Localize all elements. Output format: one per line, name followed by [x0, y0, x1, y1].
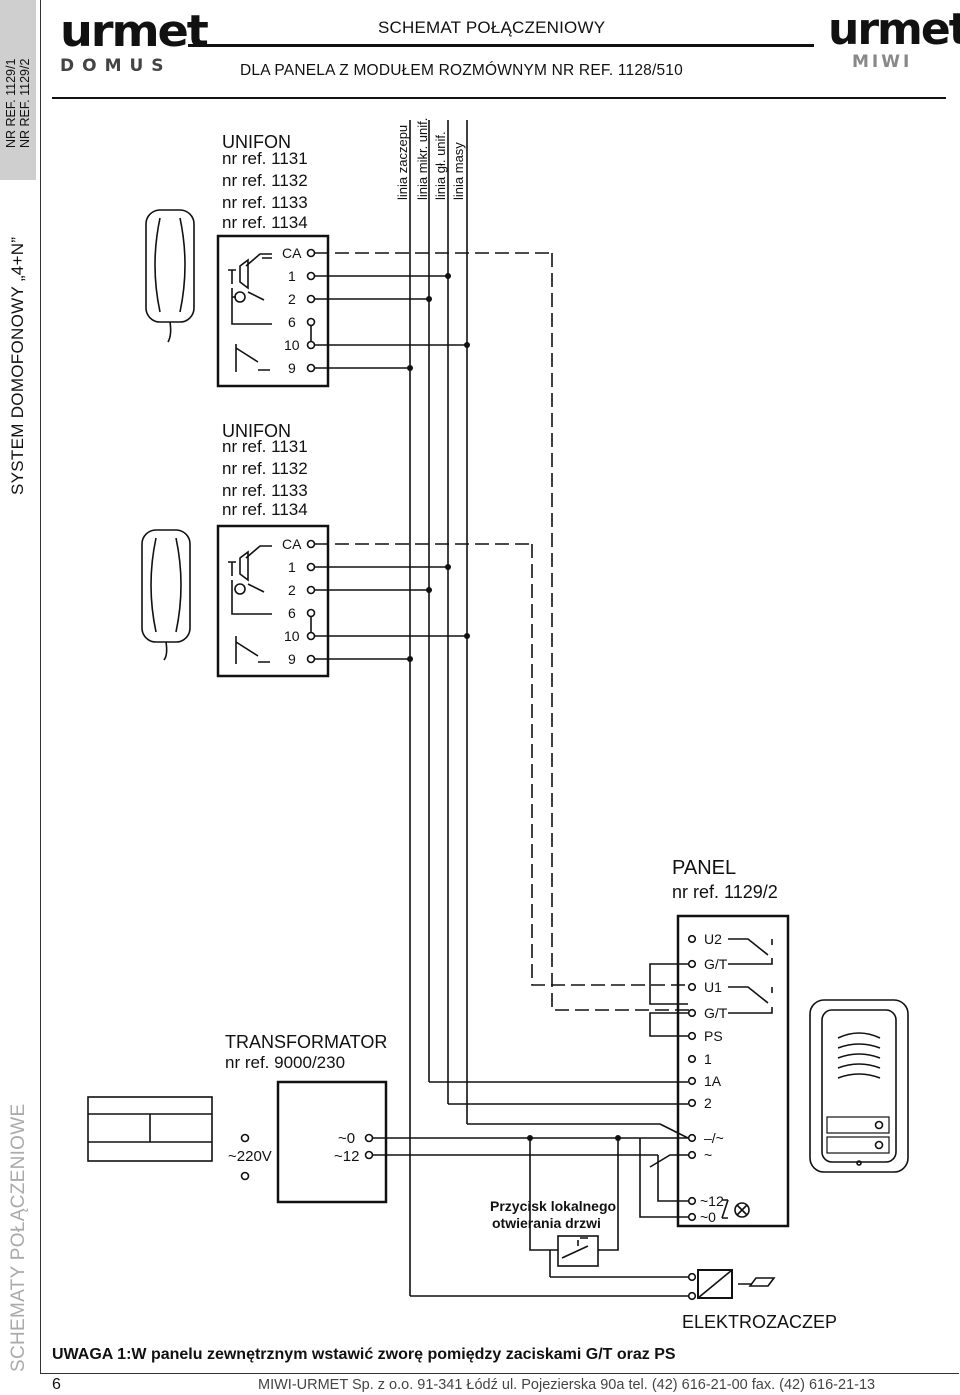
urmet-miwi-logo: urmet MIWI [828, 4, 960, 73]
unifon-1-box [216, 234, 330, 388]
speaker-2-icon [228, 550, 249, 582]
p-term-1: 1 [704, 1051, 712, 1067]
logo-right-sub: MIWI [852, 52, 913, 72]
lamp-icon [734, 1202, 750, 1218]
line-label-lock: linia zaczepu [395, 125, 410, 200]
unifon-1: UNIFON nr ref. 1131 nr ref. 1132 nr ref.… [145, 132, 552, 388]
p-term-2: 2 [704, 1095, 712, 1111]
speaker-icon [228, 258, 249, 290]
p-term-u1: U1 [704, 979, 722, 995]
lock-coil-icon [697, 1269, 733, 1299]
u1-term-6: 6 [288, 314, 296, 330]
p-term-ps: PS [704, 1028, 723, 1044]
electric-lock: ELEKTROZACZEP [410, 1250, 837, 1332]
title-rule [188, 44, 814, 47]
local-door-button: Przycisk lokalnego otwierania drzwi [490, 1138, 616, 1267]
p-term-u2: U2 [704, 931, 722, 947]
unifon-2-ref-4: nr ref. 1134 [222, 500, 308, 519]
u1-term-10: 10 [284, 337, 300, 353]
u1-term-ca: CA [282, 245, 302, 261]
unifon-1-ref-3: nr ref. 1133 [222, 193, 308, 212]
p-term-0: ~0 [700, 1209, 716, 1225]
p-term-ac: –/~ [704, 1130, 724, 1146]
header-rule [52, 97, 946, 99]
unifon-1-title: UNIFON [222, 132, 291, 152]
u2-term-9: 9 [288, 651, 296, 667]
p-term-gt2: G/T [704, 1005, 728, 1021]
unifon-2: UNIFON nr ref. 1131 nr ref. 1132 nr ref.… [141, 421, 532, 678]
u1-term-1: 1 [288, 268, 296, 284]
u1-term-9: 9 [288, 360, 296, 376]
p-term-tilde: ~ [704, 1147, 712, 1163]
panel-box [676, 914, 790, 1228]
p-term-12: ~12 [700, 1193, 724, 1209]
u2-term-1: 1 [288, 559, 296, 575]
unifon-2-box [216, 524, 330, 678]
line-label-ground: linia masy [451, 142, 466, 200]
logo-right-text: urmet [828, 4, 960, 55]
handset-1-icon [145, 209, 195, 323]
p-term-gt1: G/T [704, 956, 728, 972]
sidebar: NR REF. 1129/1 NR REF. 1129/2 SYSTEM DOM… [0, 0, 36, 1395]
door-panel-icon [809, 999, 909, 1173]
unifon-2-ref-1: nr ref. 1131 [222, 437, 308, 456]
transformer-title: TRANSFORMATOR [225, 1032, 387, 1052]
u2-term-10: 10 [284, 628, 300, 644]
logo-left-sub: DOMUS [60, 56, 172, 76]
unifon-2-ref-3: nr ref. 1133 [222, 481, 308, 500]
urmet-domus-logo: urmet DOMUS [60, 10, 209, 77]
page-title: SCHEMAT POŁĄCZENIOWY [378, 18, 606, 37]
u2-term-2: 2 [288, 582, 296, 598]
page-number: 6 [52, 1376, 61, 1393]
button-label-1: Przycisk lokalnego [490, 1198, 616, 1214]
logo-left-text: urmet [60, 6, 209, 57]
line-label-mic: linia mikr. unif. [415, 118, 430, 200]
line-label-speaker: linia gł. unif. [433, 131, 448, 200]
unifon-1-ref-2: nr ref. 1132 [222, 171, 308, 190]
transformer-out-0: ~0 [338, 1130, 355, 1147]
transformer-input: ~220V [228, 1148, 272, 1165]
panel: PANEL nr ref. 1129/2 U2 G/T U1 G/T PS 1 … [429, 857, 790, 1228]
ref-box [0, 0, 36, 180]
handset-2-icon [141, 529, 191, 643]
page-subtitle: DLA PANELA Z MODUŁEM ROZMÓWNYM NR REF. 1… [240, 62, 683, 79]
unifon-2-title: UNIFON [222, 421, 291, 441]
p-term-1a: 1A [704, 1073, 722, 1089]
transformer-ref: nr ref. 9000/230 [225, 1053, 345, 1072]
transformer-out-12: ~12 [334, 1148, 359, 1165]
footer-contact: MIWI-URMET Sp. z o.o. 91-341 Łódź ul. Po… [258, 1377, 876, 1393]
u2-term-6: 6 [288, 605, 296, 621]
unifon-1-ref-4: nr ref. 1134 [222, 213, 308, 232]
u2-term-ca: CA [282, 536, 302, 552]
page-frame [40, 0, 959, 1374]
panel-ref: nr ref. 1129/2 [672, 882, 778, 902]
unifon-2-ref-2: nr ref. 1132 [222, 459, 308, 478]
button-label-2: otwierania drzwi [492, 1215, 601, 1231]
unifon-1-ref-1: nr ref. 1131 [222, 149, 308, 168]
warning-note: UWAGA 1:W panelu zewnętrznym wstawić zwo… [52, 1346, 676, 1363]
din-transformer-icon [87, 1096, 213, 1162]
panel-title: PANEL [672, 857, 736, 879]
u1-term-2: 2 [288, 291, 296, 307]
lock-label: ELEKTROZACZEP [682, 1312, 837, 1332]
